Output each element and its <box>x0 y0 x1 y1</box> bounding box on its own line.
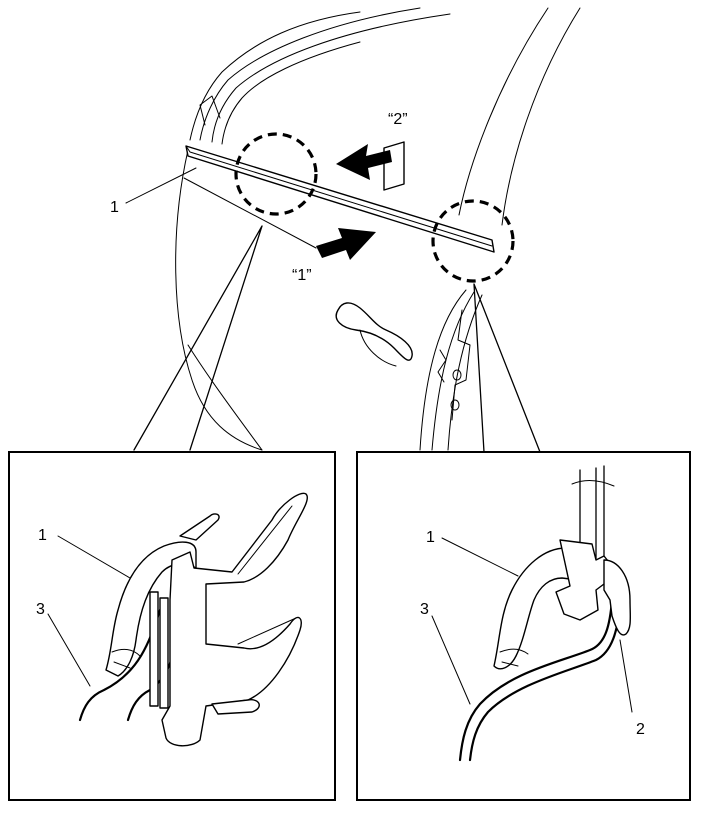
rear-door-edge-outer <box>419 289 467 451</box>
window-frame-inner <box>211 13 451 143</box>
label-arrow-1: “1” <box>292 267 312 284</box>
leader-main-part-1 <box>125 167 197 204</box>
rear-door-edge-inner-3 <box>451 309 471 421</box>
body-panel-line-right-2 <box>468 602 622 762</box>
door-bolt-lower <box>450 399 460 411</box>
door-front-edge <box>175 149 263 451</box>
weatherstrip-profile-left <box>105 541 197 677</box>
zoom-circle-right <box>431 199 515 283</box>
glass-break-mark <box>571 479 615 487</box>
glass-pane <box>149 591 159 707</box>
clip-inner-lines-left <box>111 648 141 669</box>
weatherstrip-profile-right <box>493 547 579 670</box>
glass-channel <box>159 597 169 709</box>
b-pillar-rear <box>501 7 581 226</box>
door-crease <box>187 344 263 451</box>
zoom-circle-left <box>234 132 318 216</box>
arrow-install-icon <box>316 228 376 260</box>
arrow-press-icon <box>336 144 392 180</box>
leader-left-part-3 <box>47 613 91 687</box>
callout-right <box>473 283 541 453</box>
weatherstrip-edge <box>185 145 493 247</box>
body-panel-line-right <box>458 598 614 762</box>
callout-left <box>133 225 263 451</box>
clip-lip-lower-left <box>211 699 260 715</box>
leader-arrow-1 <box>183 177 317 249</box>
clip-tab-shape <box>383 141 405 191</box>
label-main-part-1: 1 <box>110 199 119 216</box>
car-door-view <box>125 7 581 453</box>
window-frame-outer <box>189 11 361 141</box>
clip-lip-upper-left <box>179 513 220 541</box>
label-right-part-2: 2 <box>636 721 645 738</box>
detail-box-right <box>356 451 691 801</box>
leader-right-part-2 <box>619 639 633 713</box>
label-arrow-2: “2” <box>388 111 408 128</box>
leader-right-part-1 <box>441 537 519 577</box>
rear-door-latch <box>437 349 447 383</box>
b-pillar-front <box>458 7 549 216</box>
door-handle <box>335 302 413 361</box>
label-left-part-1: 1 <box>38 527 47 544</box>
leader-left-part-1 <box>57 535 131 579</box>
leader-right-part-3 <box>431 615 471 705</box>
label-right-part-1: 1 <box>426 529 435 546</box>
retainer-part-2 <box>603 559 632 636</box>
clip-body-right <box>555 539 613 621</box>
label-right-part-3: 3 <box>420 601 429 618</box>
window-frame-inner-2 <box>221 41 361 145</box>
window-frame-mid <box>199 7 421 141</box>
label-left-part-3: 3 <box>36 601 45 618</box>
clip-rib-left <box>237 505 297 645</box>
door-bolt-upper <box>452 369 462 381</box>
clip-inner-lines-right <box>499 648 529 667</box>
rear-door-edge-inner <box>431 291 475 451</box>
window-pillar-edge <box>199 95 221 126</box>
clip-body-left <box>161 492 308 747</box>
door-handle-recess <box>359 329 397 367</box>
detail-box-left <box>8 451 336 801</box>
